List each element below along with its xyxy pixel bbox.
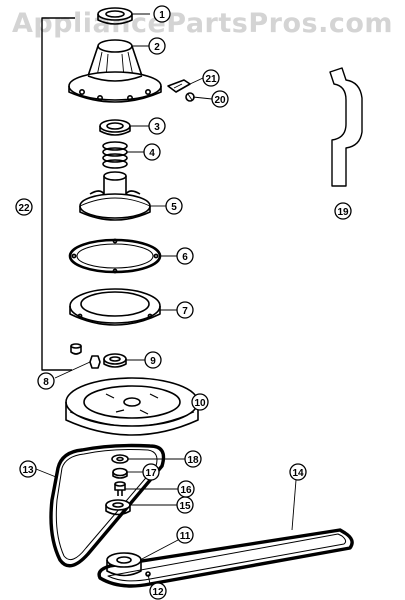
callout-22[interactable]: 22 (15, 198, 33, 216)
svg-text:22: 22 (18, 203, 30, 214)
callout-16[interactable]: 16 (177, 480, 195, 498)
part-top-cap (97, 7, 133, 25)
svg-text:3: 3 (154, 122, 160, 133)
part-ring-plate (69, 288, 161, 326)
bracket-22 (41, 17, 75, 371)
callout-20[interactable]: 20 (211, 90, 229, 108)
part-spring (102, 141, 128, 169)
svg-text:4: 4 (149, 148, 155, 159)
part-cone-housing (68, 39, 162, 103)
part-motor-pulley (106, 552, 142, 577)
callout-15[interactable]: 15 (176, 496, 194, 514)
svg-text:15: 15 (179, 501, 191, 512)
svg-text:20: 20 (214, 95, 226, 106)
callout-7[interactable]: 7 (176, 301, 194, 319)
svg-text:13: 13 (22, 465, 34, 476)
svg-text:16: 16 (180, 485, 192, 496)
watermark: AppliancePartsPros.com (11, 8, 394, 39)
part-washer (111, 454, 129, 464)
callout-12[interactable]: 12 (149, 582, 167, 600)
part-nut (112, 467, 128, 479)
callout-13[interactable]: 13 (19, 460, 37, 478)
callout-3[interactable]: 3 (148, 117, 166, 135)
callout-10[interactable]: 10 (191, 393, 209, 411)
part-pump-belt (97, 528, 354, 588)
callout-18[interactable]: 18 (184, 450, 202, 468)
part-hook-bracket (329, 67, 363, 187)
svg-text:14: 14 (292, 468, 304, 479)
svg-text:10: 10 (194, 398, 206, 409)
callout-8[interactable]: 8 (37, 372, 55, 390)
svg-text:18: 18 (187, 455, 199, 466)
callout-9[interactable]: 9 (144, 351, 162, 369)
callout-2[interactable]: 2 (148, 37, 166, 55)
part-drive-hub (79, 171, 151, 221)
part-drive-pulley (65, 377, 199, 436)
part-screw (114, 481, 126, 496)
callout-4[interactable]: 4 (143, 143, 161, 161)
callout-21[interactable]: 21 (202, 69, 220, 87)
part-bearing (103, 353, 127, 368)
svg-text:8: 8 (43, 377, 49, 388)
svg-text:19: 19 (337, 207, 349, 218)
svg-text:11: 11 (180, 531, 191, 542)
callout-19[interactable]: 19 (334, 202, 352, 220)
svg-text:6: 6 (182, 252, 188, 263)
part-drive-belt (49, 443, 166, 568)
callout-17[interactable]: 17 (142, 463, 160, 481)
callout-6[interactable]: 6 (176, 247, 194, 265)
svg-text:17: 17 (145, 468, 157, 479)
svg-text:9: 9 (150, 356, 156, 367)
svg-text:7: 7 (182, 306, 188, 317)
svg-text:1: 1 (159, 10, 165, 21)
part-gasket (68, 238, 162, 274)
callout-11[interactable]: 11 (176, 526, 194, 544)
part-seal (99, 119, 131, 136)
part-idler-pulley (105, 499, 131, 516)
callout-14[interactable]: 14 (289, 463, 307, 481)
part-small-screw (185, 92, 195, 102)
svg-text:12: 12 (152, 587, 164, 598)
callout-1[interactable]: 1 (153, 5, 171, 23)
callout-5[interactable]: 5 (165, 197, 183, 215)
part-clip (167, 79, 191, 93)
svg-text:5: 5 (171, 202, 177, 213)
svg-text:21: 21 (205, 74, 217, 85)
svg-text:2: 2 (154, 42, 160, 53)
